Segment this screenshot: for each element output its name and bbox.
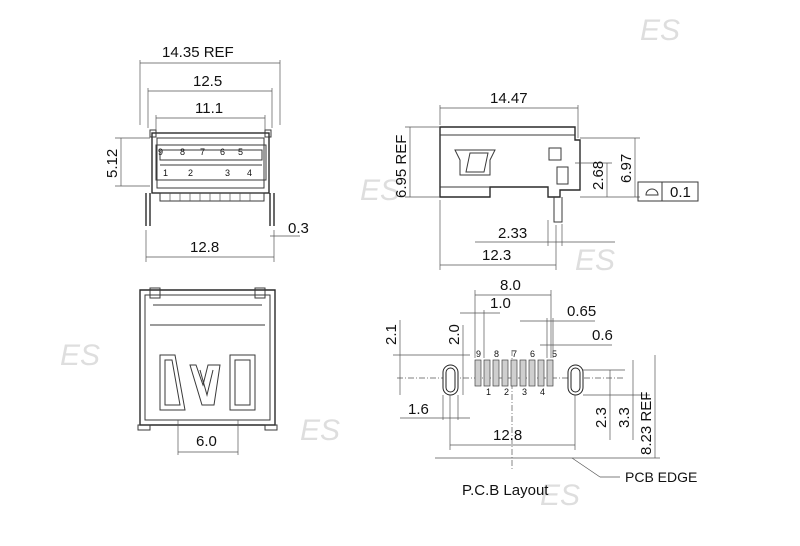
pin-pads [474, 359, 554, 387]
side-view: 14.47 6.95 REF 2.68 6.97 0.1 2.33 12.3 [393, 90, 699, 270]
dim-h2: 6.97 [618, 154, 635, 183]
front-tab [149, 129, 157, 138]
dim-base: 12.8 [190, 239, 219, 256]
dim-tol: 0.1 [670, 184, 691, 201]
front-shell-inner [156, 137, 265, 189]
dim-h1: 2.68 [590, 161, 607, 190]
bottom-spring [189, 364, 221, 406]
dim-width: 12.5 [193, 73, 222, 90]
side-body [439, 126, 581, 198]
side-latch [454, 149, 496, 176]
pcb-pin-label: 7 [512, 349, 517, 359]
bottom-latch [159, 354, 186, 411]
dim-pcb-pitch: 1.0 [490, 295, 511, 312]
pcb-pin-label: 6 [530, 349, 535, 359]
pin-label: 7 [200, 147, 205, 157]
watermark-logo: ES [360, 174, 400, 207]
bottom-latch [229, 354, 256, 411]
side-notch [548, 147, 562, 161]
dim-pcb-v-top: 2.1 [383, 324, 400, 345]
dim-inner: 11.1 [195, 100, 223, 117]
pcb-layout-title: P.C.B Layout [462, 482, 549, 499]
dim-pcb-base: 12.8 [493, 427, 522, 444]
pcb-pin-label: 2 [504, 387, 509, 397]
dim-length: 14.47 [490, 90, 528, 107]
dim-tab: 0.3 [288, 220, 309, 237]
dim-pcb-span: 8.0 [500, 277, 521, 294]
dim-pcb-d2: 3.3 [616, 407, 633, 428]
watermark-logo: ES [575, 244, 615, 277]
dim-pcb-pad-w: 0.65 [567, 303, 596, 320]
pin-label: 9 [158, 147, 163, 157]
pin-label: 2 [188, 168, 193, 178]
watermark-logo: ES [540, 479, 580, 512]
watermark-logo: ES [300, 414, 340, 447]
pcb-pin-label: 9 [476, 349, 481, 359]
pcb-layout: 9 8 7 6 5 1 2 3 4 8.0 1.0 0.65 0.6 2.1 2… [383, 277, 697, 499]
dim-pcb-d3: 8.23 REF [638, 392, 655, 455]
pin-label: 1 [163, 168, 168, 178]
side-clip [556, 166, 569, 185]
watermark-logo: ES [640, 14, 680, 47]
pcb-pin-label: 4 [540, 387, 545, 397]
pcb-edge-label: PCB EDGE [625, 469, 697, 485]
pcb-pin-label: 3 [522, 387, 527, 397]
front-tab [264, 129, 272, 138]
dim-height: 5.12 [104, 149, 121, 178]
pin-label: 3 [225, 168, 230, 178]
pin-label: 6 [220, 147, 225, 157]
front-pin-row [159, 192, 265, 202]
dim-overall-ref: 14.35 REF [162, 44, 234, 61]
tolerance-box [637, 181, 699, 202]
dim-pcb-hole: 1.6 [408, 401, 429, 418]
pin-label: 5 [238, 147, 243, 157]
watermark-logo: ES [60, 339, 100, 372]
dim-base: 12.3 [482, 247, 511, 264]
dim-pcb-v-pad: 2.0 [446, 324, 463, 345]
dim-bottom-width: 6.0 [196, 433, 217, 450]
side-leg [553, 197, 563, 223]
front-tongue-top [159, 149, 263, 161]
flatness-icon [645, 188, 659, 196]
dim-pcb-d1: 2.3 [593, 407, 610, 428]
front-cavity [155, 144, 267, 181]
dim-height-ref: 6.95 REF [393, 135, 410, 198]
watermarks: ES ES ES ES ES ES [60, 14, 680, 512]
pin-label: 8 [180, 147, 185, 157]
pin-label: 4 [247, 168, 252, 178]
pcb-pin-label: 1 [486, 387, 491, 397]
front-housing [151, 132, 270, 194]
front-view: 9 8 7 6 5 1 2 3 4 14.35 REF 12.5 11.1 5.… [104, 44, 309, 262]
dim-pcb-pad-gap: 0.6 [592, 327, 613, 344]
pcb-pin-label: 5 [552, 349, 557, 359]
bottom-view: 6.0 [137, 287, 278, 455]
dim-offset: 2.33 [498, 225, 527, 242]
pcb-pin-label: 8 [494, 349, 499, 359]
